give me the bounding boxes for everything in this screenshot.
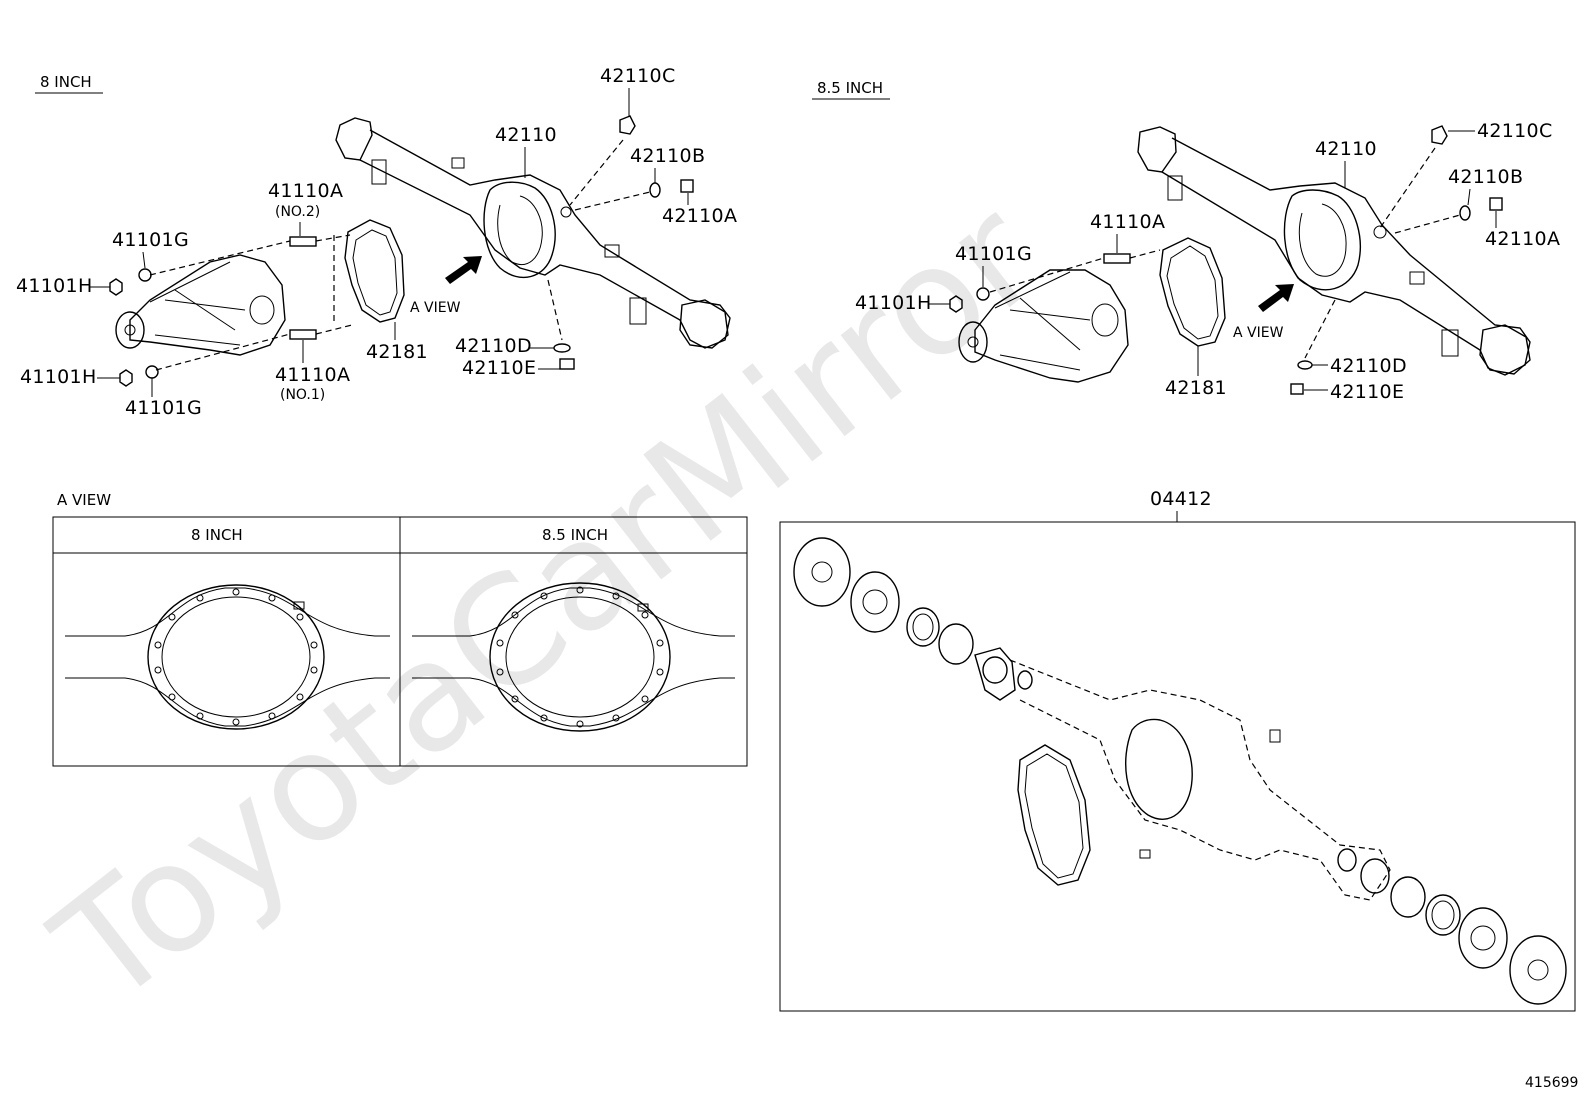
gasket-d	[553, 343, 571, 353]
washer	[976, 287, 990, 301]
label-41101G-bottom: 41101G	[125, 397, 202, 419]
kit-left-end	[793, 537, 1033, 701]
view-arrow-left	[445, 256, 482, 284]
label-41110A-r: 41110A	[1090, 211, 1165, 233]
label-a-view-left: A VIEW	[410, 300, 461, 316]
label-42181: 42181	[366, 341, 428, 363]
label-42181-r: 42181	[1165, 377, 1227, 399]
gasket-kit-04412: 04412	[779, 488, 1576, 1012]
label-41110A-no1: 41110A	[275, 364, 350, 386]
kit-housing-outline	[1009, 659, 1391, 901]
stud-no2	[289, 236, 317, 247]
right-fasteners	[949, 249, 1161, 313]
nut-top	[109, 278, 123, 296]
washer-top	[138, 268, 152, 282]
gasket-b	[649, 182, 661, 198]
right-differential-carrier	[958, 269, 1129, 383]
right-gasket	[1159, 237, 1226, 347]
stud-no1	[289, 329, 317, 340]
a-view-8inch-housing	[65, 584, 390, 730]
left-8inch-assembly: 8 INCH	[16, 65, 737, 419]
a-view-title: A VIEW	[57, 491, 111, 509]
left-fasteners	[109, 234, 353, 387]
label-42110D: 42110D	[455, 335, 532, 357]
view-arrow-right	[1258, 284, 1294, 312]
label-42110E: 42110E	[462, 357, 536, 379]
label-42110C-r: 42110C	[1477, 120, 1553, 142]
washer-bottom	[145, 365, 159, 379]
left-differential-carrier	[115, 254, 286, 356]
left-gasket	[333, 219, 405, 325]
a-view-table: A VIEW 8 INCH 8.5 INCH	[52, 491, 748, 767]
label-41101G-r: 41101G	[955, 243, 1032, 265]
breather-plug	[619, 115, 636, 135]
kit-gasket	[1017, 744, 1091, 886]
right-section-title: 8.5 INCH	[817, 79, 883, 97]
label-no1: (NO.1)	[280, 387, 325, 403]
label-04412: 04412	[1150, 488, 1212, 510]
label-no2: (NO.2)	[275, 204, 320, 220]
label-42110C: 42110C	[600, 65, 676, 87]
a-view-col-8inch: 8 INCH	[191, 526, 243, 544]
label-42110E-r: 42110E	[1330, 381, 1404, 403]
label-41101H-bottom: 41101H	[20, 366, 97, 388]
a-view-col-8-5inch: 8.5 INCH	[542, 526, 608, 544]
label-42110B-r: 42110B	[1448, 166, 1523, 188]
label-41110A-no2: 41110A	[268, 180, 343, 202]
nut-bottom	[119, 369, 133, 387]
label-42110A: 42110A	[662, 205, 737, 227]
label-a-view-right: A VIEW	[1233, 325, 1284, 341]
label-42110B: 42110B	[630, 145, 705, 167]
label-41101H-top: 41101H	[16, 275, 93, 297]
label-42110D-r: 42110D	[1330, 355, 1407, 377]
label-41101G-top: 41101G	[112, 229, 189, 251]
left-section-title: 8 INCH	[40, 73, 92, 91]
stud	[1103, 253, 1131, 264]
label-42110-r: 42110	[1315, 138, 1377, 160]
plug-e	[559, 358, 575, 370]
label-42110: 42110	[495, 124, 557, 146]
left-axle-housing	[335, 117, 731, 349]
label-42110A-r: 42110A	[1485, 228, 1560, 250]
a-view-8-5inch-housing	[412, 582, 735, 732]
right-8-5inch-assembly: 8.5 INCH	[812, 79, 1560, 403]
nut	[949, 295, 963, 313]
plug-a	[680, 179, 694, 193]
diagram-reference-number: 415699	[1525, 1075, 1578, 1091]
label-41101H-r: 41101H	[855, 292, 932, 314]
kit-right-end	[1337, 848, 1567, 1005]
